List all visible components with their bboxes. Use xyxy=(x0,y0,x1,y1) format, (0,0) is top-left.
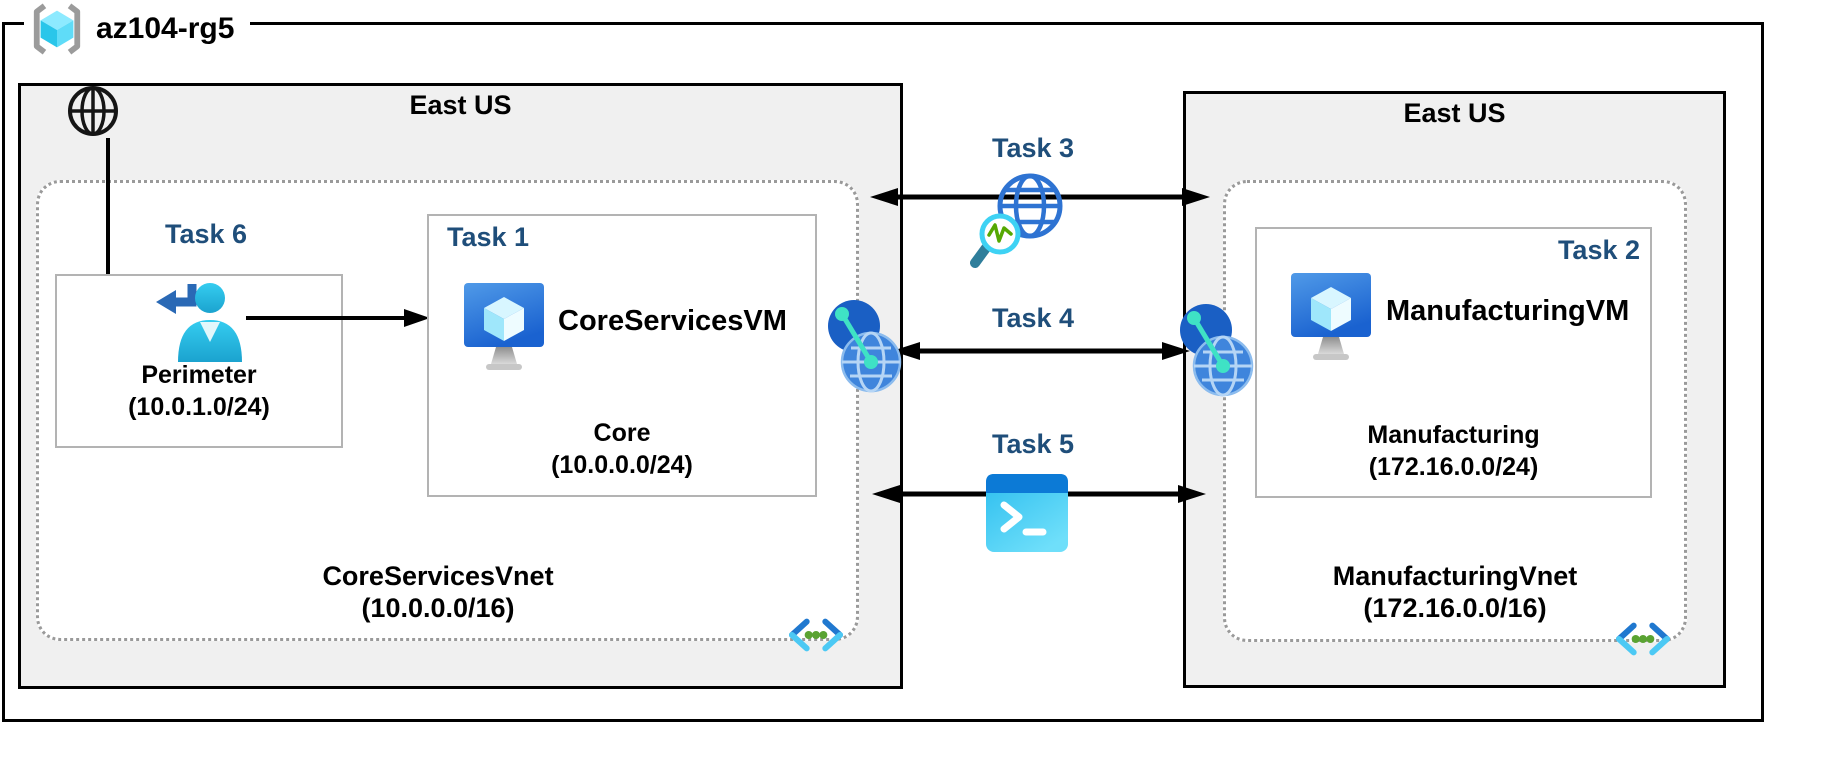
task2-label: Task 2 xyxy=(1557,235,1640,265)
vm-icon xyxy=(463,282,545,376)
vm-icon xyxy=(1290,272,1372,366)
task1-label: Task 1 xyxy=(447,222,530,252)
internet-globe-icon xyxy=(66,84,120,138)
left-region-title: East US xyxy=(409,90,512,120)
perimeter-subnet-name: Perimeter xyxy=(141,361,257,389)
manufacturing-vnet-name: ManufacturingVnet xyxy=(1332,561,1578,591)
task6-label: Task 6 xyxy=(164,219,248,249)
vnet-peering-icon xyxy=(1178,302,1254,402)
vnet-icon xyxy=(1611,616,1675,662)
powershell-icon xyxy=(986,474,1068,552)
core-subnet-box xyxy=(427,214,817,497)
sign-in-user-icon xyxy=(154,278,246,364)
manufacturing-subnet-name: Manufacturing xyxy=(1367,421,1540,449)
core-subnet-cidr: (10.0.0.0/24) xyxy=(551,451,693,479)
resource-group-icon xyxy=(28,2,86,56)
core-vm-name: CoreServicesVM xyxy=(558,305,787,337)
manufacturing-subnet-box xyxy=(1255,227,1652,498)
task4-arrow xyxy=(892,341,1190,361)
perimeter-subnet-cidr: (10.0.1.0/24) xyxy=(128,393,270,421)
network-watcher-icon xyxy=(970,170,1070,278)
task3-arrow xyxy=(870,187,1210,207)
manufacturing-vnet-cidr: (172.16.0.0/16) xyxy=(1363,593,1547,623)
manufacturing-subnet-cidr: (172.16.0.0/24) xyxy=(1368,453,1539,481)
vnet-peering-icon xyxy=(826,298,902,398)
task3-label: Task 3 xyxy=(991,133,1075,163)
core-subnet-name: Core xyxy=(593,419,651,447)
resource-group-frame xyxy=(2,22,1764,722)
vnet-icon xyxy=(784,612,848,658)
task5-label: Task 5 xyxy=(991,429,1075,459)
core-vnet-name: CoreServicesVnet xyxy=(322,561,554,591)
resource-group-name: az104-rg5 xyxy=(96,12,235,45)
core-vnet-cidr: (10.0.0.0/16) xyxy=(361,593,515,623)
perimeter-to-core-arrow xyxy=(246,308,430,328)
manufacturing-vm-name: ManufacturingVM xyxy=(1386,295,1630,327)
task4-label: Task 4 xyxy=(991,303,1075,333)
resource-group-label: az104-rg5 xyxy=(24,0,251,58)
right-region-title: East US xyxy=(1403,98,1506,128)
